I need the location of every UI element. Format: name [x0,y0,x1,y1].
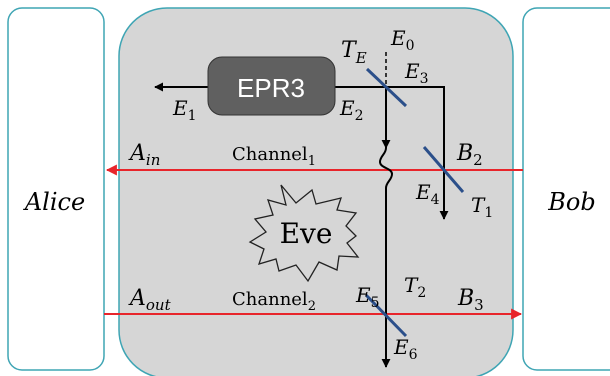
beam-splitter-t2 [364,293,408,338]
label-t1: T1 [471,193,493,221]
alice-label: Alice [23,188,85,216]
epr3-source [207,56,336,116]
label-e0: E0 [390,26,415,54]
alice-panel [7,7,105,371]
label-channel-2: Channel2 [232,289,316,314]
beam-splitter-t1 [422,146,465,193]
label-e2: E2 [339,96,364,124]
epr3-label: EPR3 [237,73,305,103]
label-te: TE [341,38,367,67]
eve-starburst [248,184,360,283]
bob-panel [522,7,610,371]
label-e6: E6 [393,335,418,363]
label-e4: E4 [415,180,440,208]
beam-splitter-te [365,67,408,108]
label-b3: B3 [457,286,484,314]
eve-label: Eve [280,217,333,250]
label-e5: E5 [355,283,380,311]
eve-main-beam [378,147,394,366]
label-a-out: Aout [128,286,172,314]
label-t2: T2 [404,273,426,301]
e3-beam [386,86,445,150]
label-b2: B2 [456,141,483,169]
label-e3: E3 [404,59,429,87]
label-channel-1: Channel1 [232,144,316,169]
label-a-in: Ain [128,141,160,169]
label-e1: E1 [172,96,197,124]
bob-label: Bob [547,188,595,216]
